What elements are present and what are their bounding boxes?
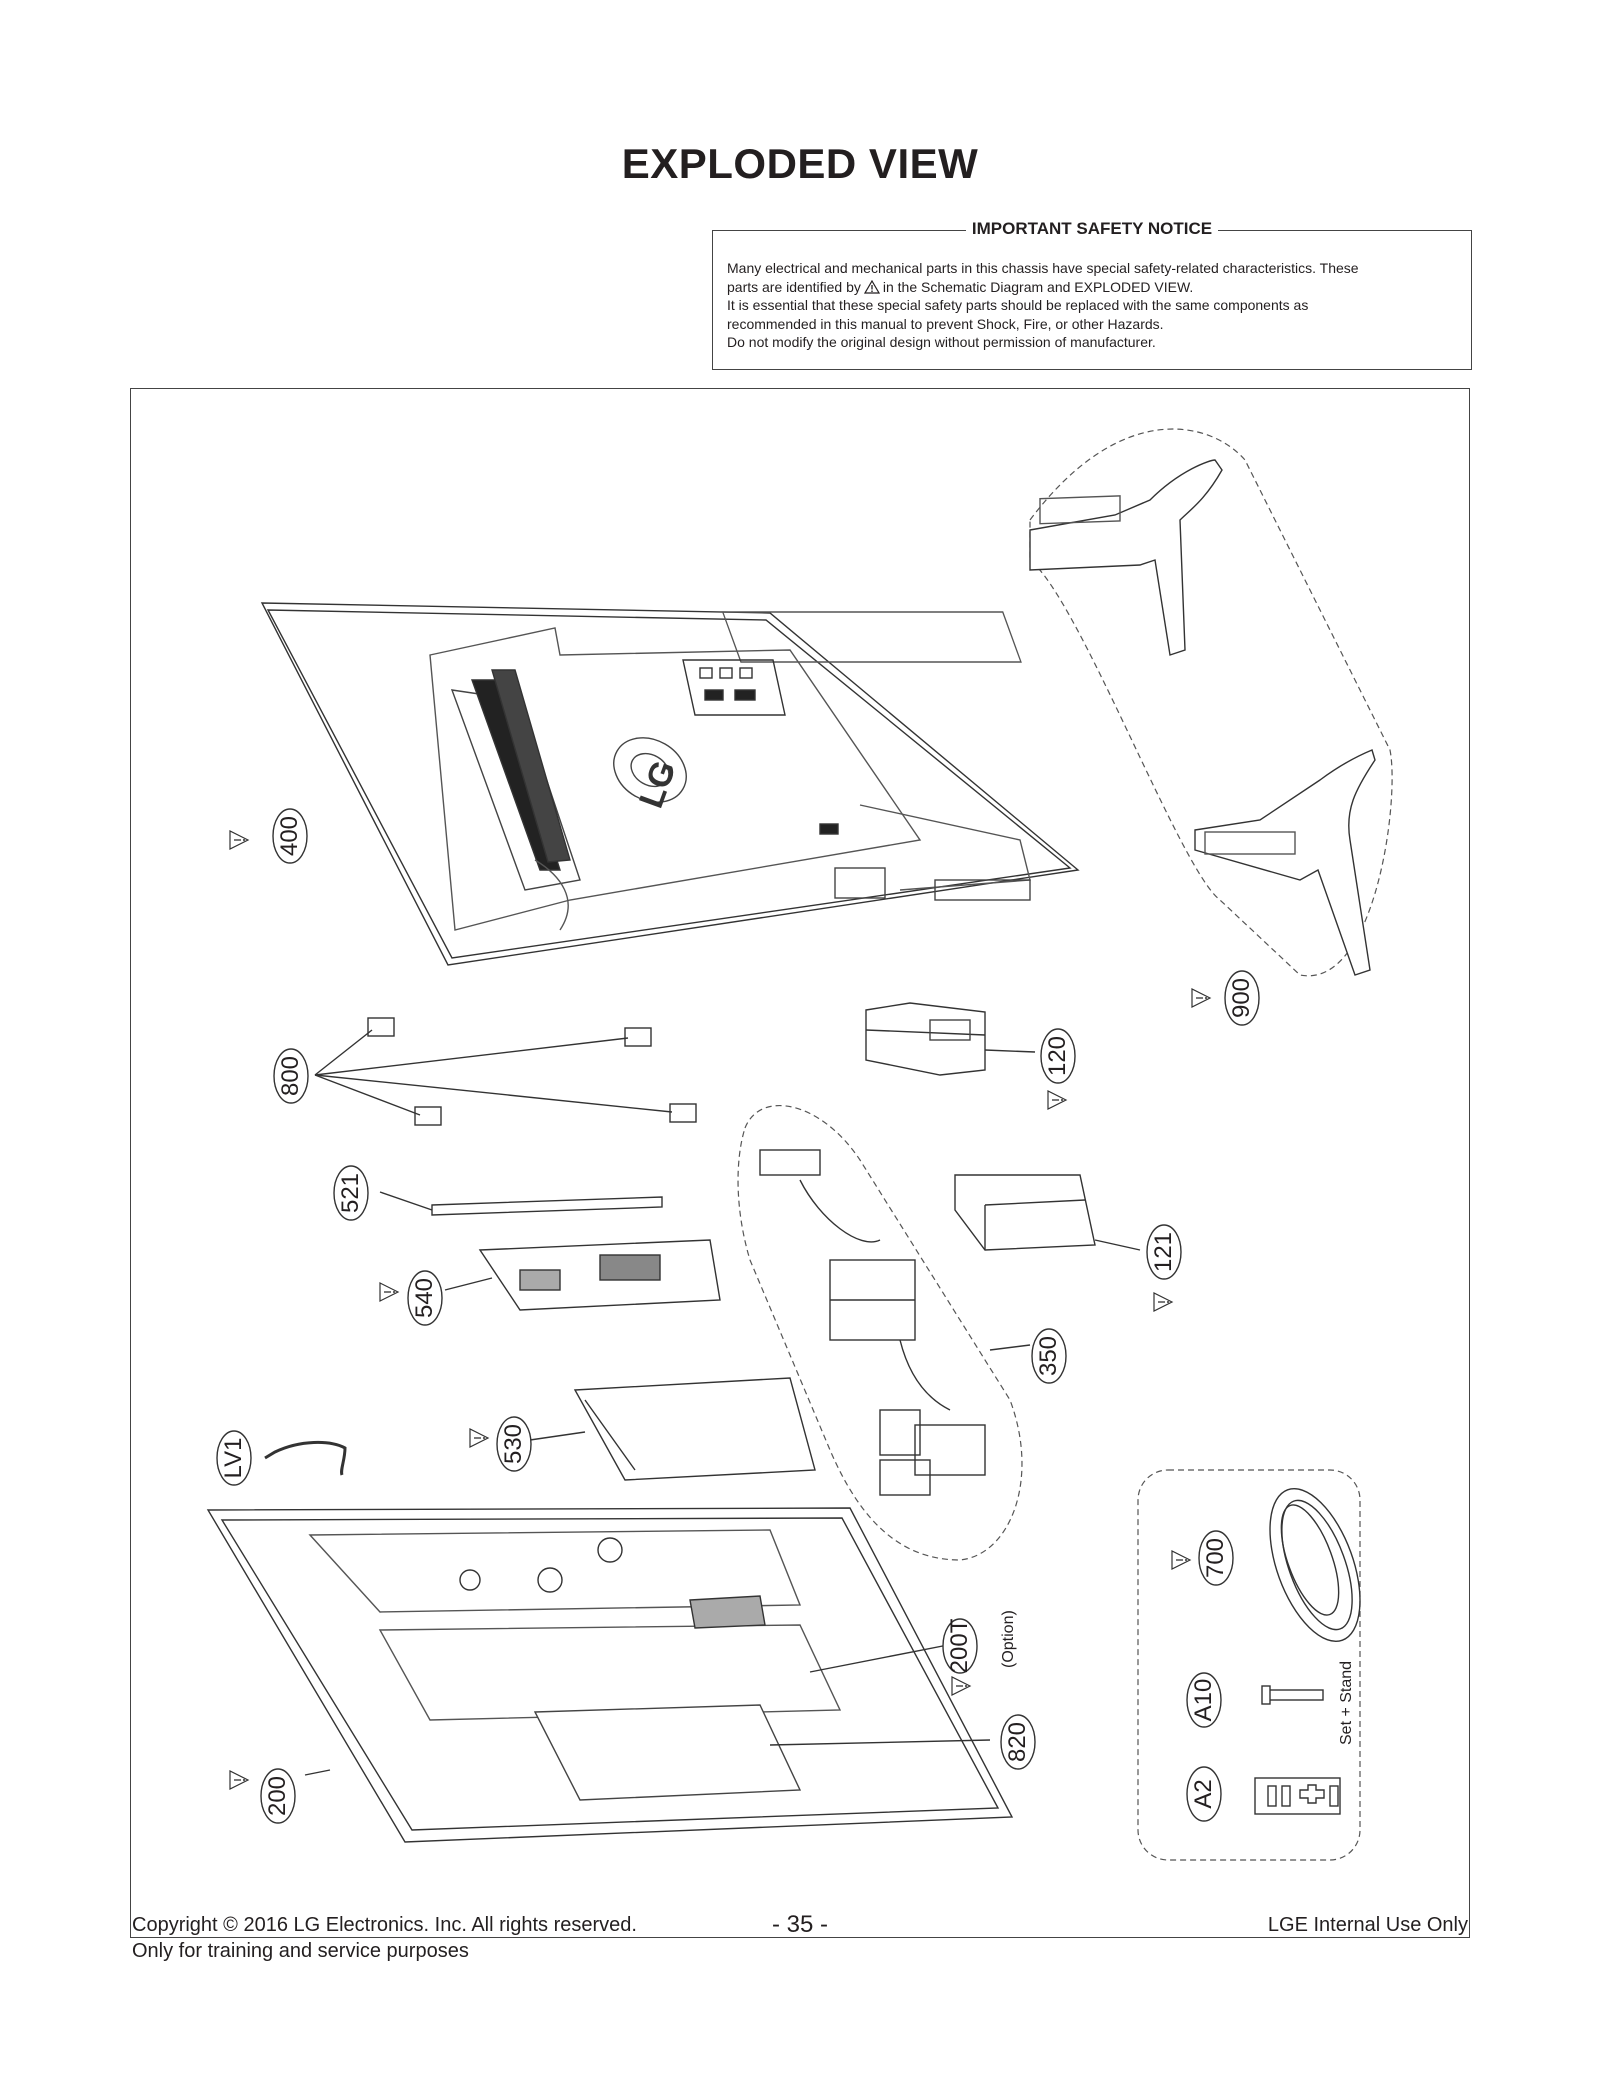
- part-callout-820: 820: [990, 1714, 1046, 1770]
- safety-notice-box: IMPORTANT SAFETY NOTICE Many electrical …: [712, 219, 1472, 370]
- lvds-cable-part: [264, 1440, 347, 1476]
- power-board-part: [529, 1377, 816, 1481]
- stand-lower-part: [1194, 749, 1376, 976]
- notice-line-3: It is essential that these special safet…: [727, 297, 1309, 313]
- warning-triangle-icon: [863, 279, 880, 294]
- warning-triangle-icon: [1153, 1292, 1174, 1312]
- notice-line-1: Many electrical and mechanical parts in …: [727, 260, 1359, 276]
- part-callout-121: 121: [1136, 1224, 1192, 1280]
- warning-triangle-icon: [951, 1676, 972, 1696]
- power-unit-part: [865, 1002, 1036, 1076]
- stand-group-outline: [1029, 428, 1393, 977]
- warning-triangle-icon: [1191, 988, 1212, 1008]
- safety-notice-body: Many electrical and mechanical parts in …: [727, 259, 1457, 352]
- part-callout-200: 200: [250, 1768, 306, 1824]
- training-text: Only for training and service purposes: [132, 1940, 469, 1962]
- remote-part: [1254, 1777, 1341, 1815]
- bracket-bar-part: [379, 1191, 663, 1216]
- part-callout-900: 900: [1214, 970, 1270, 1026]
- notice-line-4: recommended in this manual to prevent Sh…: [727, 315, 1164, 332]
- warning-triangle-icon: [229, 1770, 250, 1790]
- part-callout-a2: A2: [1176, 1766, 1232, 1822]
- part-callout-400: 400: [262, 808, 318, 864]
- warning-triangle-icon: [1171, 1550, 1192, 1570]
- notice-line-5: Do not modify the original design withou…: [727, 334, 1156, 350]
- set-stand-note: Set + Stand: [1338, 1660, 1355, 1745]
- footer-left: Copyright © 2016 LG Electronics. Inc. Al…: [132, 1912, 637, 1964]
- part-callout-700: 700: [1188, 1530, 1244, 1586]
- part-callout-800: 800: [263, 1048, 319, 1104]
- cable-group-part: [759, 1149, 1031, 1496]
- part-callout-lv1: LV1: [206, 1430, 262, 1486]
- warning-triangle-icon: [379, 1282, 400, 1302]
- exploded-view-frame: [130, 388, 1470, 1938]
- warning-triangle-icon: [1047, 1090, 1068, 1110]
- copyright-text: Copyright © 2016 LG Electronics. Inc. Al…: [132, 1914, 637, 1936]
- accessories-box: [1137, 1469, 1361, 1861]
- part-callout-530: 530: [486, 1416, 542, 1472]
- page-number: - 35 -: [771, 1911, 828, 1938]
- part-callout-350: 350: [1021, 1328, 1077, 1384]
- part-callout-a10: A10: [1176, 1672, 1232, 1728]
- option-note: (Option): [1000, 1610, 1017, 1668]
- stand-upper-part: [1029, 459, 1223, 656]
- warning-triangle-icon: [469, 1428, 490, 1448]
- warning-triangle-icon: [229, 830, 250, 850]
- speaker-module-part: [954, 1174, 1141, 1251]
- main-board-part: [444, 1239, 721, 1311]
- screw-part: [1261, 1685, 1324, 1705]
- part-callout-540: 540: [397, 1270, 453, 1326]
- part-callout-120: 120: [1030, 1028, 1086, 1084]
- power-cord-part: [1269, 1488, 1361, 1642]
- cable-group-outline: [737, 1105, 1023, 1561]
- frame-part: [206, 1507, 1014, 1843]
- clips-part: [314, 1017, 697, 1126]
- part-callout-521: 521: [323, 1165, 379, 1221]
- back-cover-part: [260, 602, 1080, 966]
- part-callout-200t: 200T: [932, 1618, 988, 1674]
- page-title: EXPLODED VIEW: [621, 140, 979, 187]
- safety-notice-heading: IMPORTANT SAFETY NOTICE: [965, 219, 1219, 238]
- internal-use-text: LGE Internal Use Only: [1267, 1914, 1468, 1936]
